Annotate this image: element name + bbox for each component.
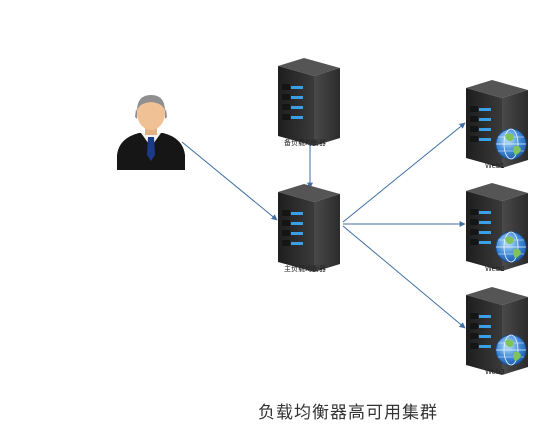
arrow-user-to-master [181,141,278,221]
diagram-caption: 负载均衡器高可用集群 [258,403,438,423]
connectors [181,122,466,329]
backup-lb-label: 备负载均衡器 [284,139,326,147]
globe-icon-web2 [495,231,527,263]
globe-icon-web3 [495,334,527,366]
web3-label: Web3 [485,368,505,376]
server-icon-backup-lb [278,58,340,146]
user-icon [117,95,185,170]
globe-icon-web1 [495,128,527,160]
web1-label: Web1 [485,162,505,170]
server-icon-master-lb [278,184,340,272]
web2-label: Web2 [485,265,505,273]
master-lb-label: 主负载均衡器 [284,265,326,273]
arrow-master-to-web1 [342,122,466,223]
arrow-master-to-web3 [342,225,466,329]
